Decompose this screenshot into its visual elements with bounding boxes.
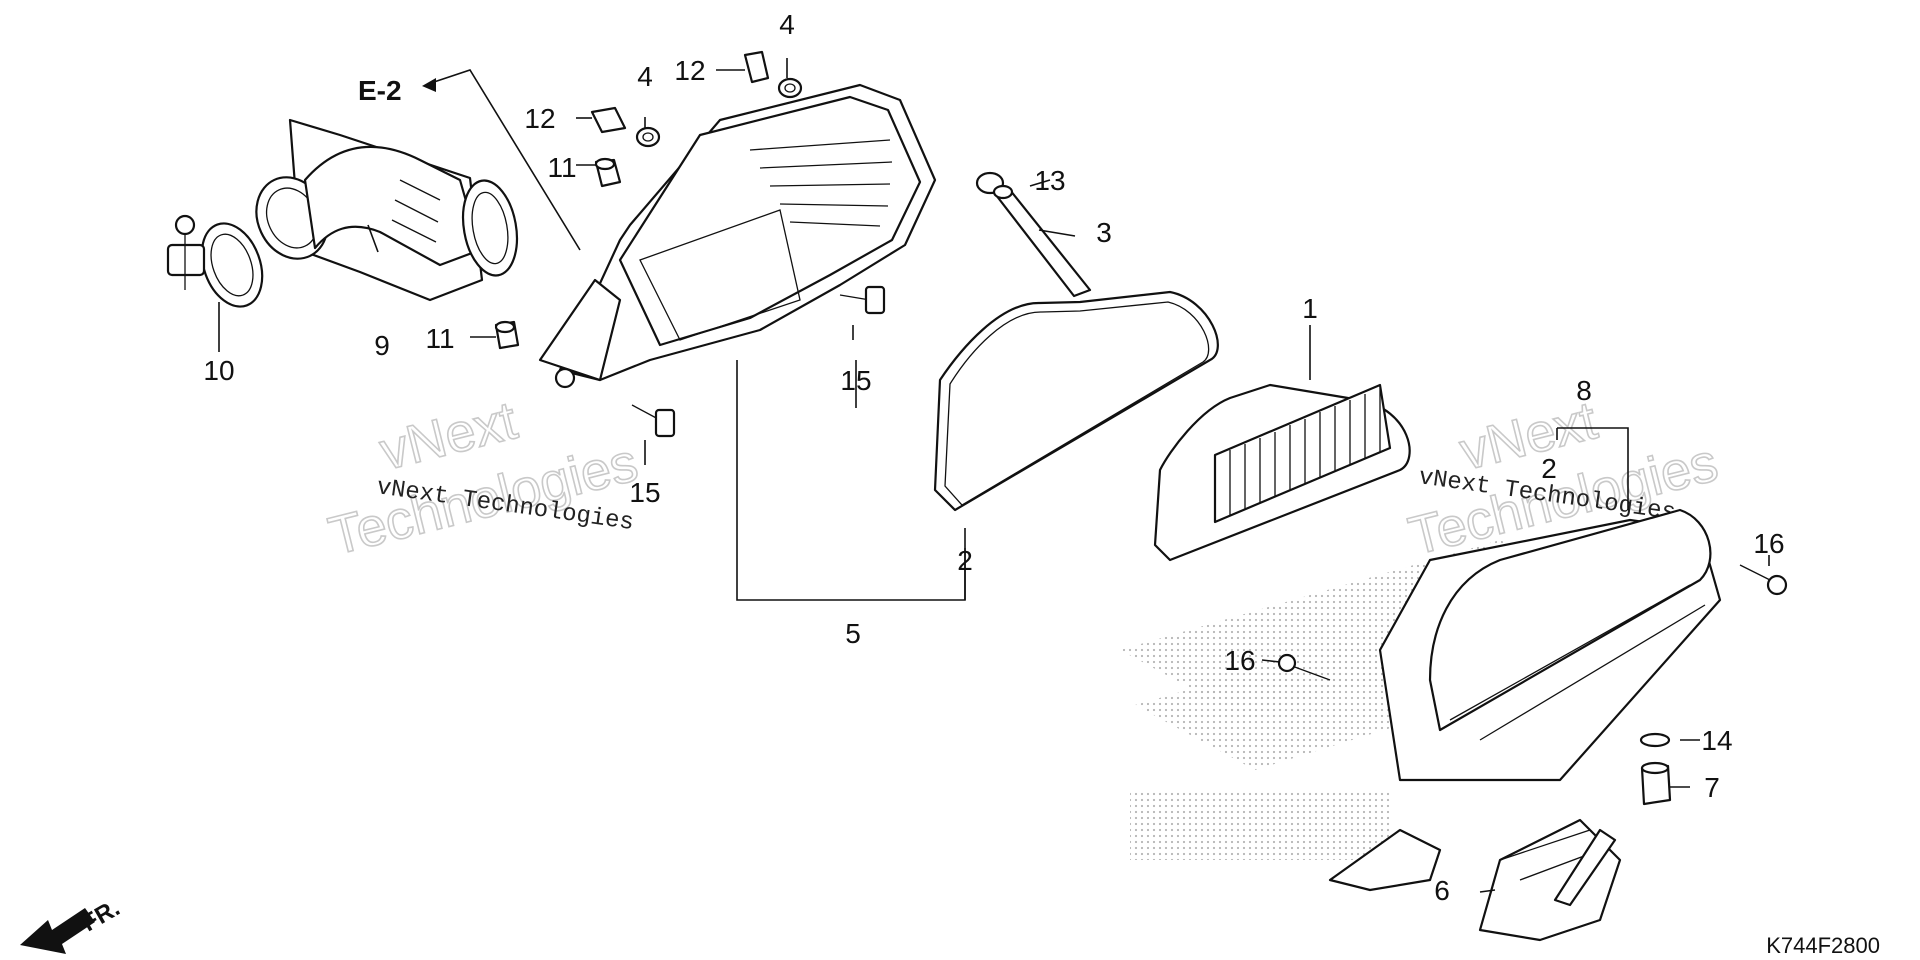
callouts: 1 2 2 3 4 4 5 6 7 8 9 10 11 11 12 12 13 …: [203, 9, 1784, 906]
part-clip-nut-upper: [743, 50, 770, 84]
callout-16-upper: 16: [1753, 528, 1784, 559]
part-bolt-lower: [631, 404, 676, 438]
callout-12-upper: 12: [674, 55, 705, 86]
callout-10: 10: [203, 355, 234, 386]
part-cleaner-cover: [1328, 508, 1722, 892]
part-drain-cap: [1640, 761, 1672, 806]
diagram-code: K744F2800: [1766, 933, 1880, 958]
part-screw-upper: [1739, 564, 1788, 596]
part-collar-lower: [494, 320, 520, 350]
part-case-seal: [933, 290, 1219, 512]
callout-6: 6: [1434, 875, 1450, 906]
front-direction-arrow: FR.: [20, 894, 124, 954]
part-o-ring: [1639, 732, 1671, 748]
part-grommet-upper: [777, 77, 803, 99]
callout-3: 3: [1096, 217, 1112, 248]
callout-1: 1: [1302, 293, 1318, 324]
callout-11-upper: 11: [547, 152, 576, 183]
reference-arrow: [422, 69, 581, 251]
part-bolt-upper: [839, 285, 886, 315]
callout-5: 5: [845, 618, 861, 649]
part-clip-nut-lower: [590, 106, 627, 134]
part-connecting-tube: [255, 118, 519, 302]
reference-label: E-2: [358, 75, 402, 106]
callout-9: 9: [374, 330, 390, 361]
part-screw-lower: [1277, 653, 1331, 681]
direction-label: FR.: [78, 894, 125, 937]
watermark-outline-left: vNext Technologies: [322, 389, 644, 567]
callout-11-lower: 11: [425, 323, 454, 354]
part-resonator: [1478, 818, 1622, 942]
callout-14: 14: [1701, 725, 1732, 756]
part-collar-upper: [594, 157, 622, 188]
part-grommet-lower: [635, 126, 661, 148]
callout-16-lower: 16: [1224, 645, 1255, 676]
part-drain-tube: [992, 184, 1092, 298]
callout-8: 8: [1576, 375, 1592, 406]
part-filter-element: [1153, 383, 1411, 562]
callout-2-seal: 2: [957, 545, 973, 576]
callout-15-lower: 15: [629, 477, 660, 508]
callout-13: 13: [1034, 165, 1065, 196]
callout-2-set: 2: [1541, 453, 1557, 484]
callout-15-upper: 15: [840, 365, 871, 396]
part-hose-band: [166, 214, 264, 308]
callout-12-lower: 12: [524, 103, 555, 134]
callout-7: 7: [1704, 772, 1720, 803]
callout-4-upper: 4: [779, 9, 795, 40]
leader-lines: [218, 58, 1770, 893]
callout-4-lower: 4: [637, 61, 653, 92]
part-air-cleaner-case: [538, 83, 937, 389]
